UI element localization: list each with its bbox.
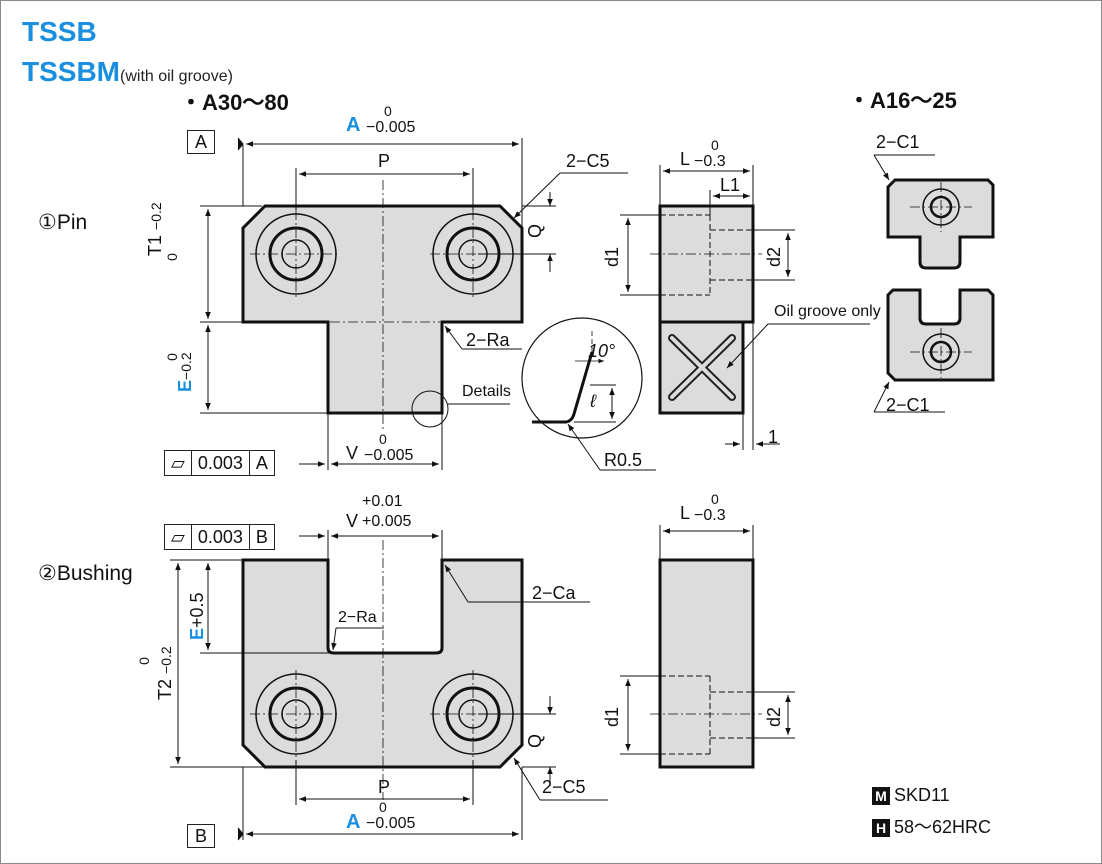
dim-c5-top: 2−C5 [566,151,610,171]
material-text: SKD11 [894,785,950,805]
dim-l-bottom-tol-lower: −0.3 [694,507,726,524]
dim-l1: L1 [720,175,741,195]
dim-a-top-tol-lower: −0.005 [366,119,416,136]
dim-e-bush-letter: E [187,627,207,640]
dim-a-bottom-tol-upper: 0 [379,799,387,815]
hardness-text: 58～62HRC [894,817,992,837]
dim-d2-pin: d2 [764,246,785,268]
dim-c1-bottom: 2−C1 [886,395,930,415]
dim-one: 1 [768,427,779,447]
dim-ra-pin: 2−Ra [466,330,510,350]
dim-v-bush-letter: V [346,511,359,531]
dim-angle: 10° [588,341,616,361]
title-tssbm-note: (with oil groove) [120,68,233,85]
dim-c5-bottom: 2−C5 [542,777,586,797]
dim-v-pin-tol-lower: −0.005 [364,447,414,464]
dim-t1-letter: T1 [145,234,165,256]
dim-e-bush: E+0.5 [187,592,207,640]
dim-q-bottom: Q [525,733,546,749]
datum-a: A [187,130,215,154]
bushing-side [658,558,755,769]
dim-ra-bush: 2−Ra [338,609,377,626]
label-details: Details [462,383,511,400]
dim-a-top-letter: A [346,114,361,136]
dim-t1-tol-lower: −0.2 [148,202,164,230]
dim-t2-tol-lower: −0.2 [158,646,174,674]
dim-q-top: Q [525,223,546,239]
dim-e-tol-lower: −0.2 [178,352,194,380]
flatness-bushing-symbol: ⏥ [165,525,192,549]
dim-e-letter: E [175,379,195,392]
flatness-pin-value: 0.003 [192,451,250,475]
header-a16-25: ・A16～25 [848,88,957,113]
dim-p-bottom: P [378,777,391,797]
dim-t2-tol-upper: 0 [135,657,152,665]
dim-e-tol-upper: 0 [163,353,180,361]
dim-t1-tol-upper: 0 [163,253,180,261]
dim-d1-pin: d1 [602,246,623,268]
dim-v-pin-tol-upper: 0 [379,431,387,447]
section-bushing: ②Bushing [38,562,133,585]
flatness-bushing-datum: B [255,527,268,547]
flatness-pin-datum: A [255,453,268,473]
material-badge: M [872,787,890,805]
dim-t1: T1 −0.2 [145,202,165,256]
pin-side-upper [658,204,755,324]
dim-r05: R0.5 [604,450,643,470]
dim-ca: 2−Ca [532,583,576,603]
datum-b: B [187,824,215,848]
flatness-bushing-value: 0.003 [192,525,250,549]
flatness-bushing: ⏥ 0.003 B [164,524,275,550]
dim-l-top-tol-lower: −0.3 [694,153,726,170]
dim-v-bush-tol-lower: +0.005 [362,513,412,530]
section-pin: ①Pin [38,211,88,234]
dim-l-bottom-letter: L [680,503,691,523]
dim-p-top: P [378,151,391,171]
dim-t2: T2 −0.2 [155,646,175,700]
dim-t2-letter: T2 [155,678,175,700]
dim-d1-bush: d1 [602,706,623,728]
flatness-pin-symbol: ⏥ [165,451,192,475]
hardness-badge: H [872,819,890,837]
small-pin [886,178,995,270]
dim-d2-bush: d2 [764,706,785,728]
dim-a-bottom-letter: A [346,811,361,833]
header-a30-80: ・A30～80 [180,90,289,115]
title-tssbm: TSSBM(with oil groove) [22,58,233,86]
dim-v-pin-letter: V [346,443,359,463]
dim-a-bottom-tol-lower: −0.005 [366,815,416,832]
title-tssb: TSSB [22,16,97,47]
dim-l-top-tol-upper: 0 [711,137,719,153]
dim-l-bottom-tol-upper: 0 [711,491,719,507]
dim-l-top-letter: L [680,149,691,169]
dim-e-bush-plus: +0.5 [187,592,207,628]
label-oil-groove: Oil groove only [774,303,881,320]
dim-a-top-tol-upper: 0 [384,103,392,119]
small-bushing [886,288,995,382]
dim-v-bush-tol-upper: +0.01 [362,493,403,510]
flatness-pin: ⏥ 0.003 A [164,450,275,476]
dim-ell: ℓ [590,391,596,411]
title-tssbm-text: TSSBM [22,56,120,87]
dim-c1-top: 2−C1 [876,132,920,152]
